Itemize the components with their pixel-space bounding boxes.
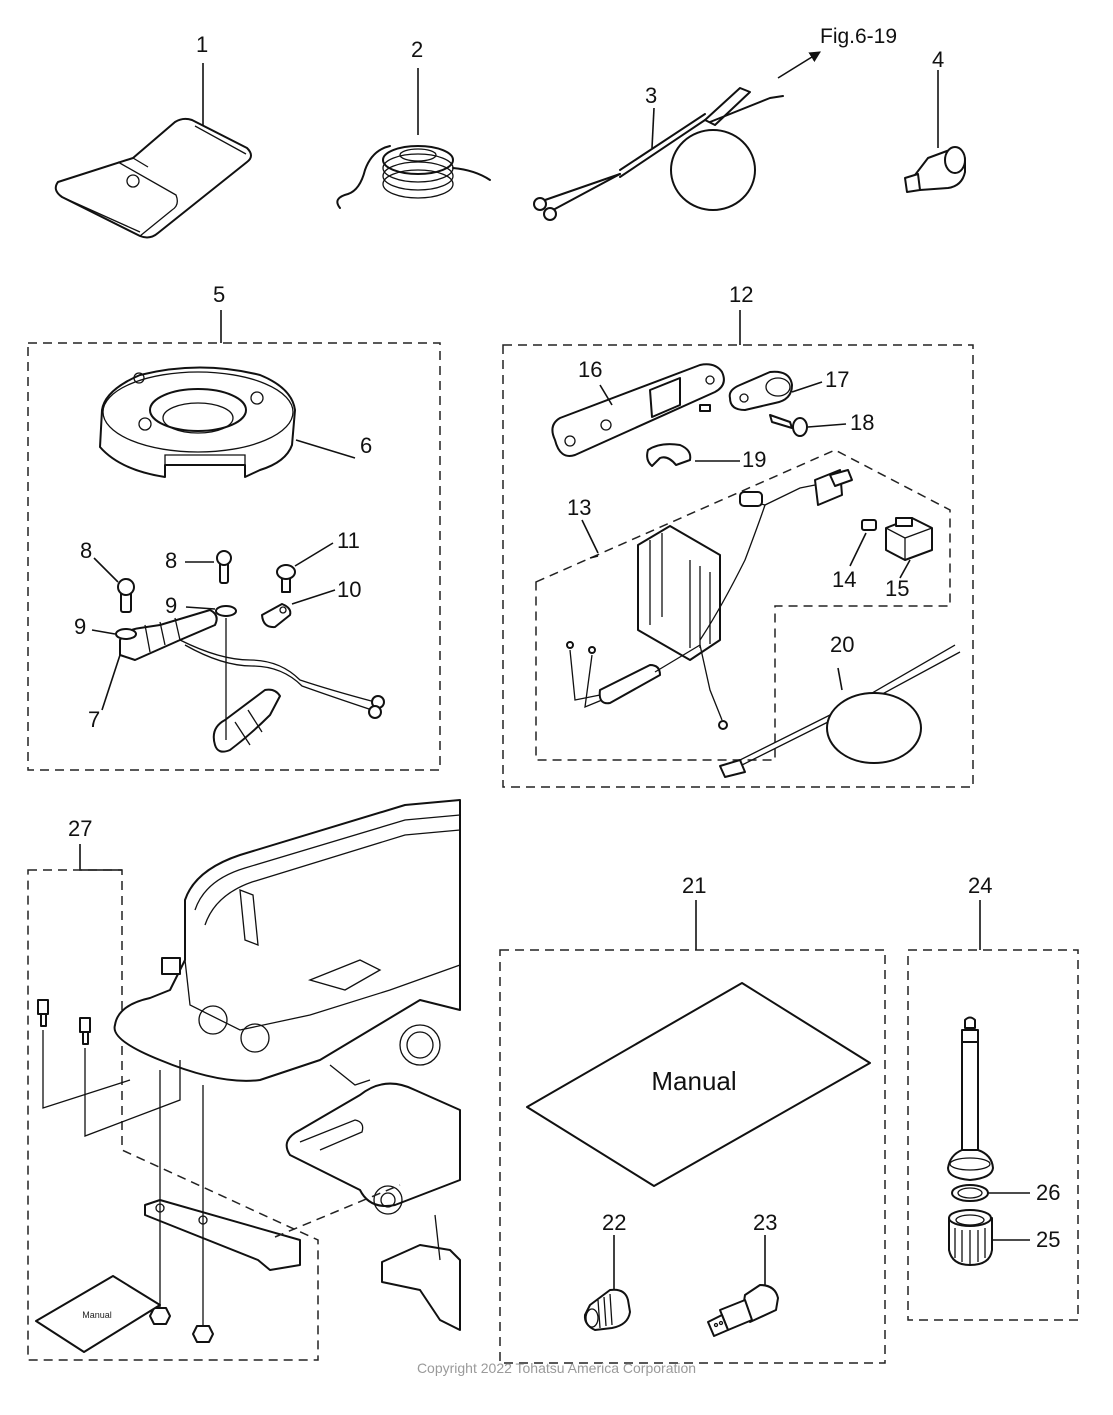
group-27-boundary: [27, 869, 319, 1361]
part-26-o-ring: [951, 1184, 1030, 1202]
callout-21: 21: [682, 873, 706, 898]
part-2-coiled-wire: [336, 68, 491, 209]
callout-17: 17: [825, 367, 849, 392]
callout-6: 6: [360, 433, 372, 458]
copyright-notice: Copyright 2022 Tohatsu America Corporati…: [416, 1360, 697, 1376]
callout-19: 19: [742, 447, 766, 472]
callout-18: 18: [850, 410, 874, 435]
callout-4: 4: [932, 47, 944, 72]
part-16-bracket: [551, 363, 725, 457]
part-1-tool-pouch: [54, 63, 252, 239]
callout-2: 2: [411, 37, 423, 62]
part-8-screws: [93, 550, 232, 613]
engine-mount-illustration: [113, 799, 461, 1331]
callout-22: 22: [602, 1210, 626, 1235]
part-6-flywheel: [99, 366, 356, 478]
group-21-boundary: [499, 949, 886, 1364]
part-17-pipe-clamp: [728, 370, 823, 411]
callout-14: 14: [832, 567, 856, 592]
part-13-regulator: [566, 469, 853, 730]
part-22-plug: [583, 1235, 631, 1331]
callout-8b: 8: [165, 548, 177, 573]
group-24-boundary: [907, 949, 1079, 1321]
part-18-bolt: [769, 414, 847, 437]
part-9-washers: [91, 605, 237, 740]
callout-23: 23: [753, 1210, 777, 1235]
callout-7: 7: [88, 707, 100, 732]
callout-16: 16: [578, 357, 602, 382]
part-10-clamp: [261, 589, 336, 629]
callout-11: 11: [337, 528, 360, 553]
part-25-cap-nut: [948, 1209, 1030, 1266]
callout-20: 20: [830, 632, 854, 657]
part-23-jet: [707, 1235, 779, 1337]
callout-26: 26: [1036, 1180, 1060, 1205]
group-12-boundary: [502, 344, 974, 788]
part-27-bolts-and-nuts: [37, 999, 401, 1343]
callout-12: 12: [729, 282, 753, 307]
callout-10: 10: [337, 577, 361, 602]
part-11-bolt: [276, 542, 334, 593]
callout-9b: 9: [165, 593, 177, 618]
part-7-stator-coils: [101, 609, 385, 753]
part-20-cable: [719, 644, 961, 778]
callout-9a: 9: [74, 614, 86, 639]
part-27-small-manual: Manual: [35, 1275, 161, 1353]
small-manual-label: Manual: [82, 1310, 112, 1320]
part-14-fuse: [849, 519, 877, 567]
callout-15: 15: [885, 576, 909, 601]
part-15-fuse-holder-cap: [885, 517, 933, 579]
callout-1: 1: [196, 32, 208, 57]
callout-5: 5: [213, 282, 225, 307]
fig-reference-label[interactable]: Fig.6-19: [820, 25, 897, 48]
callout-3: 3: [645, 83, 657, 108]
callout-24: 24: [968, 873, 992, 898]
group-13-boundary: [535, 449, 951, 761]
callout-27: 27: [68, 816, 92, 841]
callout-13: 13: [567, 495, 591, 520]
part-3-wire-harness: [533, 51, 821, 221]
manual-label: Manual: [651, 1066, 736, 1096]
part-4-threaded-stud: [904, 70, 966, 193]
part-21-owners-manual: Manual: [526, 982, 871, 1187]
part-19-clip: [646, 443, 740, 467]
part-24-valve-stem: [947, 1016, 994, 1181]
callout-25: 25: [1036, 1227, 1060, 1252]
callout-8a: 8: [80, 538, 92, 563]
